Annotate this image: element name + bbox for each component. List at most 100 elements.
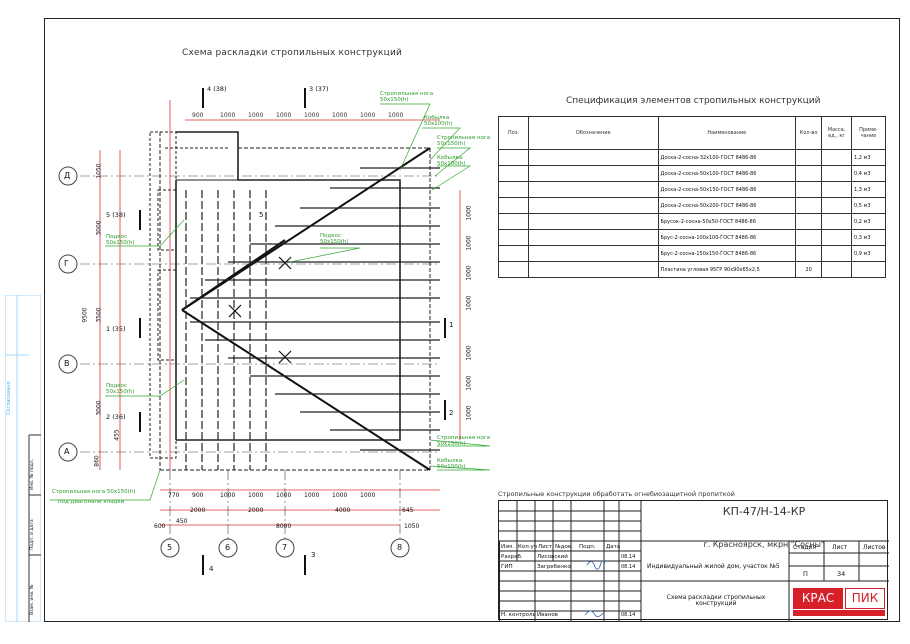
document-address: г. Красноярск, мкрн "Сосны": [703, 540, 825, 549]
name-gip: Загребенко: [537, 564, 571, 570]
cut-label: 1 (35): [106, 325, 126, 333]
wall-left: [149, 131, 177, 459]
spec-qty: [795, 181, 823, 198]
spec-note: 0,2 м3: [851, 213, 886, 230]
spec-header-qty: Кол-во: [795, 116, 823, 150]
hip-rafter-bottom: [181, 309, 431, 471]
spec-name: Доска-2-сосна-50х200-ГОСТ 8486-86: [657, 197, 797, 214]
spec-name: Доска-2-сосна-32х100-ГОСТ 8486-86: [657, 149, 797, 166]
name-normcontrol: Иванов: [537, 612, 558, 618]
axis-col-6: 6: [225, 543, 231, 552]
spec-note: 0,5 м3: [851, 197, 886, 214]
axis-row-a: А: [64, 447, 70, 456]
spec-name: Брусок-2-сосна-50х50-ГОСТ 8486-86: [657, 213, 797, 230]
table-row: Брус-2-сосна-150х150-ГОСТ 8486-86 0,9 м3: [498, 245, 886, 262]
name-developer: Лисовский: [537, 554, 568, 560]
dim-top: 1000: [248, 112, 264, 119]
spec-note: [851, 261, 886, 278]
spec-qty: [795, 245, 823, 262]
label-rafter-leg-2: Стропильная нога 50х150(h): [437, 135, 491, 147]
logo-strip: [793, 610, 885, 616]
dim-top: 1000: [276, 112, 292, 119]
role-gip: ГИП: [501, 564, 513, 570]
dim-top: 1000: [388, 112, 404, 119]
dim-left: 3000: [95, 220, 103, 236]
spec-header-pos: Поз.: [498, 116, 529, 150]
dim-top: 1000: [360, 112, 376, 119]
dim-total: 8000: [276, 523, 292, 530]
side-stamp-grid: [5, 295, 41, 622]
spec-name: Брус-2-сосна-150х150-ГОСТ 8486-86: [657, 245, 797, 262]
dim-top: 1000: [332, 112, 348, 119]
sheet-title: Схема раскладки стропильных конструкций: [666, 594, 766, 607]
dim-bottom: 1000: [220, 492, 236, 499]
spec-note: 0,9 м3: [851, 245, 886, 262]
spec-header-row: Поз. Обозначение Наименование Кол-во Мас…: [498, 116, 886, 150]
dim-top: 1000: [304, 112, 320, 119]
general-note: Стропильные конструкции обработать огнеб…: [498, 490, 735, 498]
sheet-label: Лист: [832, 544, 848, 551]
signatures: [584, 560, 606, 617]
dim-bottom: 1000: [332, 492, 348, 499]
logo-left: КРАС: [793, 588, 843, 609]
spec-name: Доска-2-сосна-50х150-ГОСТ 8486-86: [657, 181, 797, 198]
axis-row-d: Д: [64, 171, 71, 180]
sheets-label: Листов: [863, 544, 886, 551]
dim-bottom: 645: [402, 507, 414, 514]
rafters: [190, 167, 440, 451]
spec-title: Спецификация элементов стропильных конст…: [566, 96, 821, 106]
axis-row-g: Г: [64, 259, 69, 268]
dim-bottom2: 2000: [248, 507, 264, 514]
spec-header-mass: Масса, ед., кг: [821, 116, 853, 150]
axis-col-7: 7: [282, 543, 288, 552]
rafters-vertical: [185, 190, 267, 470]
dim-extra: 455: [113, 429, 121, 441]
col-date: Дата: [606, 544, 621, 550]
cut-label: 3 (37): [309, 85, 329, 93]
spec-qty: [795, 229, 823, 246]
dim-right: 1000: [465, 345, 473, 361]
dim-bottom: 1000: [248, 492, 264, 499]
label-purlin-2: Кобылка 50х100(h): [437, 155, 466, 167]
dim-left: 3000: [95, 400, 103, 416]
spec-header-designation: Обозначение: [527, 116, 659, 150]
date-normcontrol: 08.14: [621, 612, 636, 618]
dim-top: 900: [192, 112, 204, 119]
axis-col-5: 5: [167, 543, 173, 552]
axis-col-8: 8: [397, 543, 403, 552]
sheet-frame: [44, 18, 900, 622]
col-ndoc: №док.: [555, 544, 573, 550]
cut-label: 2: [449, 409, 454, 417]
table-row: Брусок-2-сосна-50х50-ГОСТ 8486-86 0,2 м3: [498, 213, 886, 230]
cut-label: 1: [449, 321, 454, 329]
dim-right: 1000: [465, 265, 473, 281]
dim-left-total: 9500: [81, 307, 89, 323]
dim-top: 1000: [220, 112, 236, 119]
label-diag-rafter: Стропильная нога 50х150(h): [52, 489, 136, 495]
cut-label: 5 (38): [106, 211, 126, 219]
project-name: Индивидуальный жилой дом, участок №5: [647, 563, 780, 570]
label-purlin-3: Кобылка 50х100(h): [437, 458, 466, 470]
cut-label: 4 (38): [207, 85, 227, 93]
dim-right: 1000: [465, 405, 473, 421]
spec-note: 0,3 м3: [851, 229, 886, 246]
company-logo: КРАС ПИК: [793, 588, 885, 616]
col-sign: Подп.: [579, 544, 596, 550]
dim-extra: 600: [154, 523, 166, 530]
spec-note: 0,4 м3: [851, 165, 886, 182]
dim-bottom: 1000: [360, 492, 376, 499]
dim-bottom: 1000: [276, 492, 292, 499]
cut-label: 2 (36): [106, 413, 126, 421]
label-diag-rafter-2: под диагонали кладки: [58, 499, 125, 505]
dim-right: 1000: [465, 375, 473, 391]
dim-extra: 450: [176, 518, 188, 525]
stage-value: П: [803, 570, 808, 578]
label-purlin: Кобылка 50х100(h): [424, 115, 453, 127]
dim-bottom: 1000: [304, 492, 320, 499]
col-list: Лист: [538, 544, 552, 550]
document-code: КП-47/Н-14-КР: [722, 505, 806, 518]
